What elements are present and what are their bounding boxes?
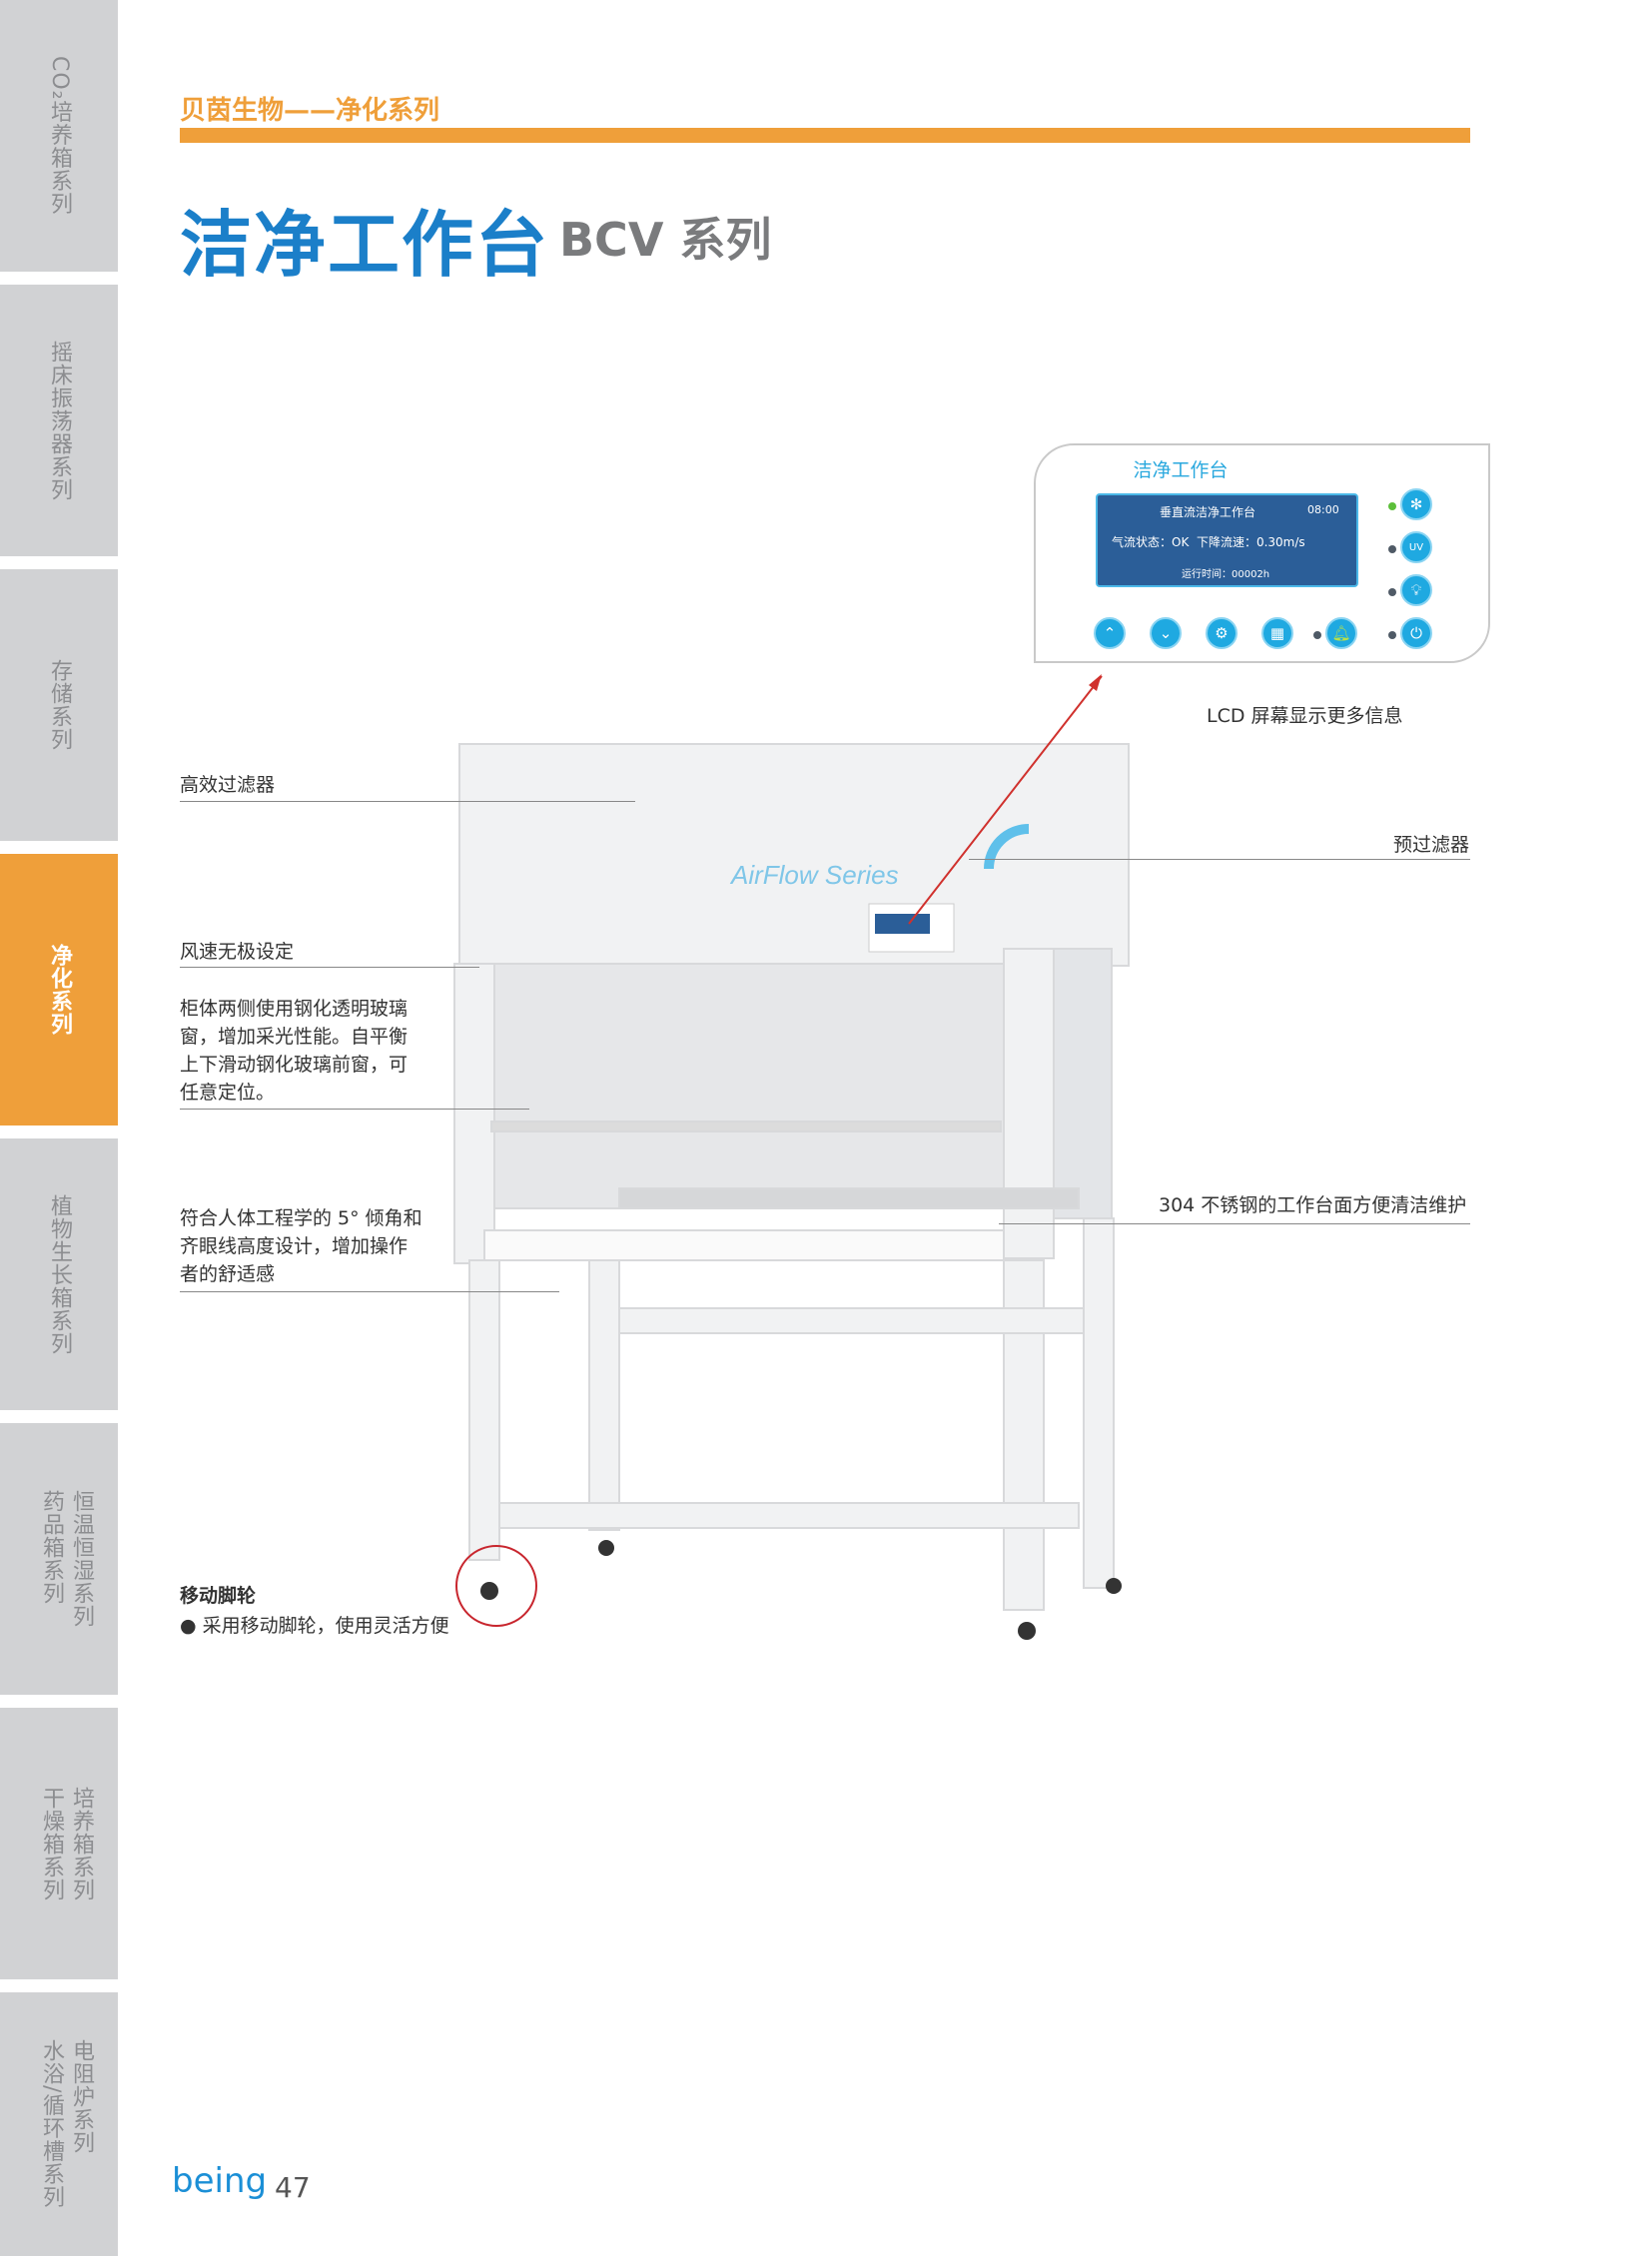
- leader-line: [180, 967, 479, 968]
- screen-time: 08:00: [1307, 503, 1339, 516]
- hepa-hood: [458, 743, 1130, 967]
- upper-crossbar: [618, 1307, 1085, 1334]
- sidebar-tab-label: 植物生长箱系列: [44, 1194, 74, 1355]
- light-indicator: [1388, 588, 1396, 596]
- sidebar-tab[interactable]: 植物生长箱系列: [0, 1138, 118, 1410]
- sidebar-tab-label: 摇床振荡器系列: [44, 341, 74, 501]
- series-title: BCV 系列: [559, 213, 772, 267]
- label-ergonomic: 符合人体工程学的 5° 倾角和齐眼线高度设计，增加操作者的舒适感: [180, 1207, 422, 1285]
- sidebar-tab[interactable]: 电阻炉系列水浴/循环槽系列: [0, 1992, 118, 2256]
- sidebar-tab-label: 电阻炉系列水浴/循环槽系列: [22, 2039, 96, 2208]
- sidebar-tab-line: CO₂培养箱系列: [47, 56, 72, 216]
- alarm-indicator: [1313, 631, 1321, 639]
- front-armrest: [483, 1229, 1005, 1261]
- fan-button[interactable]: ✻: [1400, 488, 1432, 520]
- sidebar-tab[interactable]: 恒温恒湿系列药品箱系列: [0, 1423, 118, 1695]
- front-glass-rail: [490, 1121, 1002, 1132]
- sidebar-tab-line: 培养箱系列: [69, 1786, 94, 1901]
- page-title: 洁净工作台: [180, 203, 550, 287]
- caster-text-body: 采用移动脚轮，使用灵活方便: [202, 1615, 449, 1637]
- fan-indicator: [1388, 502, 1396, 510]
- sidebar-tab-label: CO₂培养箱系列: [44, 56, 74, 216]
- right-pillar: [1003, 948, 1055, 1259]
- sidebar-tab-label: 恒温恒湿系列药品箱系列: [22, 1490, 96, 1628]
- stainless-worktop: [618, 1187, 1080, 1209]
- section-subtitle: 贝茵生物——净化系列: [180, 96, 440, 126]
- socket-indicator: [1388, 631, 1396, 639]
- caster-title: 移动脚轮: [180, 1585, 257, 1607]
- screen-line1: 垂直流洁净工作台: [1160, 505, 1256, 519]
- sidebar-tab-label: 净化系列: [44, 944, 74, 1036]
- sidebar-tab[interactable]: 净化系列: [0, 854, 118, 1126]
- page-number: 47: [275, 2171, 311, 2204]
- mini-screen: [875, 914, 930, 934]
- label-prefilter: 预过滤器: [1393, 834, 1470, 856]
- left-pillar: [453, 963, 495, 1264]
- uv-indicator: [1388, 545, 1396, 553]
- uv-button[interactable]: UV: [1400, 531, 1432, 563]
- sidebar-tab-line: 存储系列: [47, 659, 72, 751]
- work-chamber: [493, 963, 1005, 1209]
- label-wind-speed: 风速无极设定: [180, 941, 295, 963]
- casters: [480, 1540, 1122, 1640]
- sidebar-tab-line: 摇床振荡器系列: [47, 340, 72, 501]
- sidebar-tab-line: 净化系列: [47, 944, 72, 1036]
- sidebar-tab-label: 存储系列: [44, 659, 74, 751]
- left-rear-leg: [588, 1259, 620, 1531]
- label-stainless-worktop: 304 不锈钢的工作台面方便清洁维护: [1159, 1194, 1467, 1216]
- leader-line: [969, 859, 1470, 860]
- lcd-caption: LCD 屏幕显示更多信息: [1207, 705, 1403, 727]
- menu-grid-button[interactable]: ▦: [1261, 617, 1293, 649]
- sidebar-tab-line: 电阻炉系列: [69, 2039, 94, 2155]
- airflow-logo: AirFlow Series: [729, 860, 899, 890]
- arrow-head: [1089, 674, 1102, 691]
- lcd-panel: 洁净工作台 垂直流洁净工作台 08:00 气流状态：OK 下降流速：0.30m/…: [1034, 443, 1490, 663]
- lcd-screen: 垂直流洁净工作台 08:00 气流状态：OK 下降流速：0.30m/s 运行时间…: [1096, 493, 1358, 587]
- down-button[interactable]: ⌄: [1150, 617, 1182, 649]
- leader-line: [180, 801, 635, 802]
- caster-text: ● 采用移动脚轮，使用灵活方便: [180, 1615, 449, 1637]
- footer-brand-logo: being: [172, 2161, 268, 2201]
- sidebar-tab[interactable]: 存储系列: [0, 569, 118, 841]
- sidebar-tab-line: 药品箱系列: [39, 1490, 64, 1605]
- orange-divider: [180, 128, 1470, 143]
- label-hepa-filter: 高效过滤器: [180, 774, 276, 796]
- sidebar-tab-line: 干燥箱系列: [39, 1786, 64, 1901]
- up-button[interactable]: ⌃: [1094, 617, 1126, 649]
- screen-line3: 运行时间：00002h: [1182, 569, 1270, 580]
- callout-arrow: [908, 675, 1103, 925]
- brand-arc: [984, 824, 1030, 870]
- sidebar-tab[interactable]: 摇床振荡器系列: [0, 285, 118, 556]
- settings-button[interactable]: ⚙: [1206, 617, 1238, 649]
- lcd-title: 洁净工作台: [1133, 459, 1229, 481]
- leader-line: [180, 1291, 559, 1292]
- sidebar-tab-line: 恒温恒湿系列: [69, 1490, 94, 1628]
- left-front-leg: [468, 1259, 500, 1561]
- light-bulb-button[interactable]: 💡︎: [1400, 574, 1432, 606]
- label-glass-window: 柜体两侧使用钢化透明玻璃窗，增加采光性能。自平衡上下滑动钢化玻璃前窗，可任意定位…: [180, 998, 409, 1104]
- sidebar-tab-line: 植物生长箱系列: [47, 1193, 72, 1355]
- sidebar-tab-label: 培养箱系列干燥箱系列: [22, 1787, 96, 1901]
- screen-line2: 气流状态：OK 下降流速：0.30m/s: [1112, 535, 1305, 549]
- lower-crossbar: [498, 1502, 1080, 1529]
- caster-highlight-circle: [455, 1545, 537, 1627]
- leader-line: [999, 1223, 1470, 1224]
- sidebar-tab-line: 水浴/循环槽系列: [39, 2039, 64, 2209]
- sidebar-tab[interactable]: 培养箱系列干燥箱系列: [0, 1708, 118, 1979]
- right-side-glass: [1053, 948, 1113, 1219]
- alarm-bell-button[interactable]: 🔔︎: [1325, 617, 1357, 649]
- sidebar-tab[interactable]: CO₂培养箱系列: [0, 0, 118, 272]
- leader-line: [180, 1109, 529, 1110]
- power-plug-button[interactable]: ⏻: [1400, 617, 1432, 649]
- right-rear-leg: [1083, 1217, 1115, 1589]
